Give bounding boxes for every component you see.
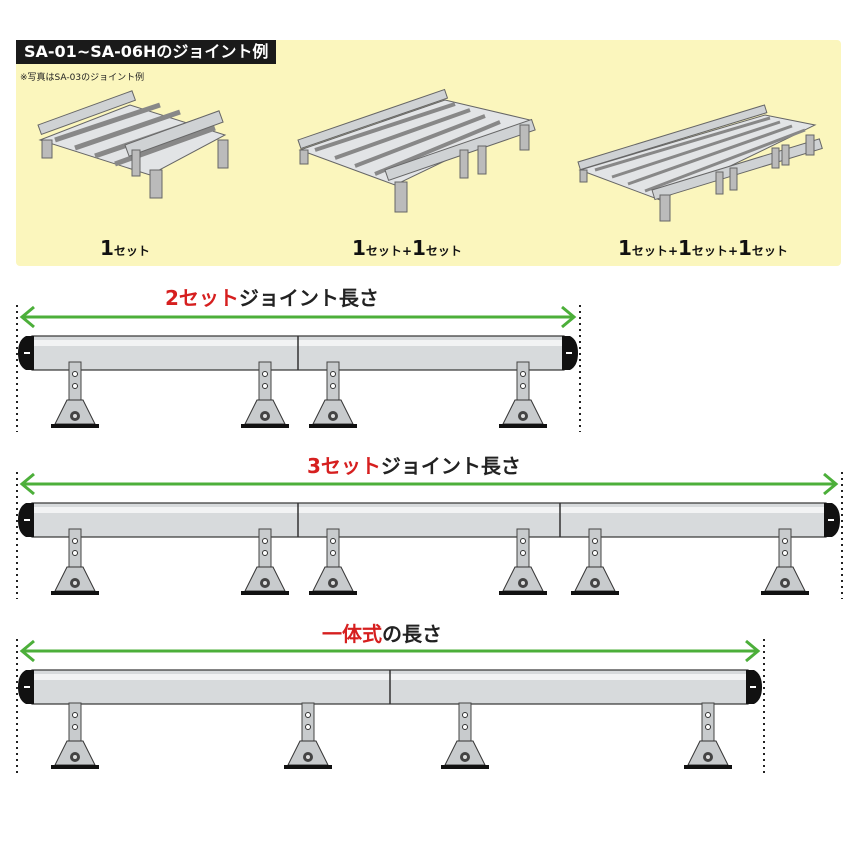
rack-3set-illustration — [577, 104, 823, 222]
title-2set-length: 2セットジョイント長さ — [165, 286, 379, 310]
support-leg — [241, 361, 289, 428]
support-leg — [761, 528, 809, 595]
support-leg — [51, 528, 99, 595]
support-leg — [51, 361, 99, 428]
length-arrow-head-right — [745, 639, 761, 663]
support-leg — [309, 528, 357, 595]
support-leg — [284, 702, 332, 769]
label-3set: 1セット+1セット+1セット — [618, 236, 788, 260]
support-leg — [499, 361, 547, 428]
support-leg — [309, 361, 357, 428]
length-arrow-head-right — [823, 472, 839, 496]
length-arrow-head-left — [19, 305, 35, 329]
label-1set: 1セット — [100, 236, 150, 260]
length-arrow-head-right — [561, 305, 577, 329]
support-leg — [684, 702, 732, 769]
crossbar-highlight — [32, 507, 826, 513]
title-3set-length: 3セットジョイント長さ — [307, 454, 521, 478]
length-arrow-head-left — [19, 472, 35, 496]
label-2set: 1セット+1セット — [352, 236, 462, 260]
joint-example-tag: SA-01~SA-06Hのジョイント例 — [16, 40, 277, 64]
support-leg — [51, 702, 99, 769]
support-leg — [499, 528, 547, 595]
support-leg — [241, 528, 289, 595]
photo-note: ※写真はSA-03のジョイント例 — [20, 73, 145, 83]
rack-1set-illustration — [37, 90, 229, 199]
support-leg — [571, 528, 619, 595]
rack-2set-illustration — [297, 88, 536, 213]
title-onepiece-length: 一体式の長さ — [322, 622, 442, 646]
support-leg — [441, 702, 489, 769]
length-arrow-head-left — [19, 639, 35, 663]
